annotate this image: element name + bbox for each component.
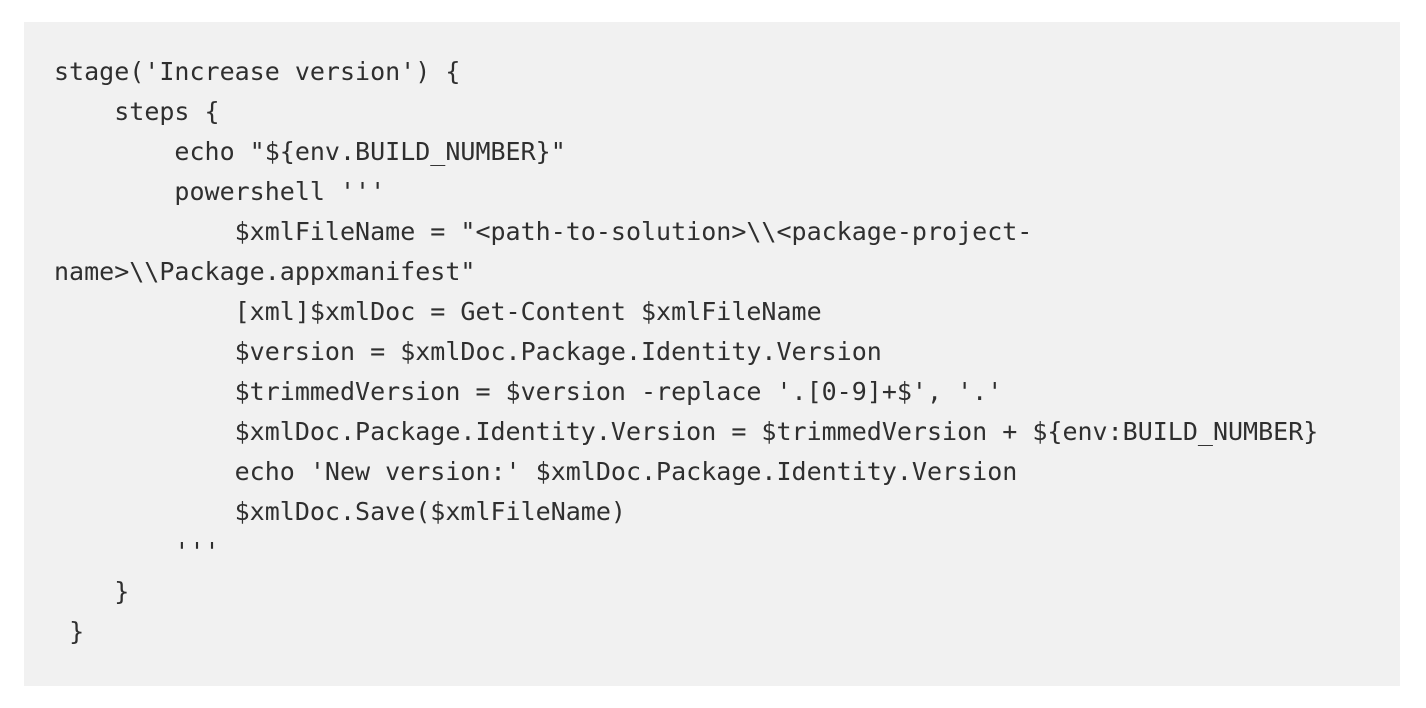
code-snippet-text[interactable]: stage('Increase version') { steps { echo… — [54, 57, 1319, 646]
code-block: stage('Increase version') { steps { echo… — [24, 22, 1400, 686]
